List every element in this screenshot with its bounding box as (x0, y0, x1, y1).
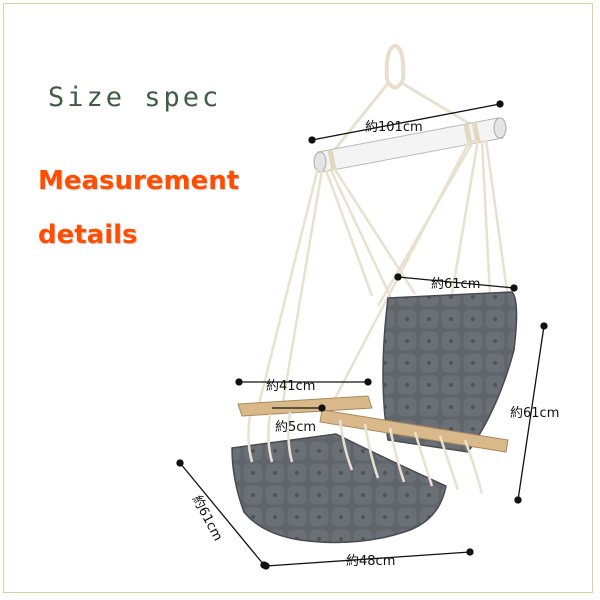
dimension-label-armrest-length: 約41cm (266, 379, 316, 394)
right-armrest (319, 409, 509, 453)
left-armrest (237, 395, 373, 417)
backrest (382, 291, 518, 453)
dimension-label-back-width: 約61cm (431, 277, 481, 292)
side-ropes (256, 139, 510, 409)
dimension-label-armrest-width: 約5cm (275, 420, 317, 435)
dimension-label-seat-width: 約48cm (346, 554, 396, 569)
dimension-label-back-height: 約61cm (510, 406, 560, 421)
dimension-lines (176, 100, 548, 570)
headline-line-1: Measurement (38, 166, 240, 196)
seat (231, 433, 447, 544)
dimension-label-bar-width: 約101cm (365, 120, 423, 135)
image-frame (3, 3, 593, 593)
headline-line-2: details (38, 220, 138, 250)
top-ropes (326, 80, 481, 159)
fringe-ropes (247, 411, 484, 495)
size-spec-title: Size spec (48, 82, 222, 113)
